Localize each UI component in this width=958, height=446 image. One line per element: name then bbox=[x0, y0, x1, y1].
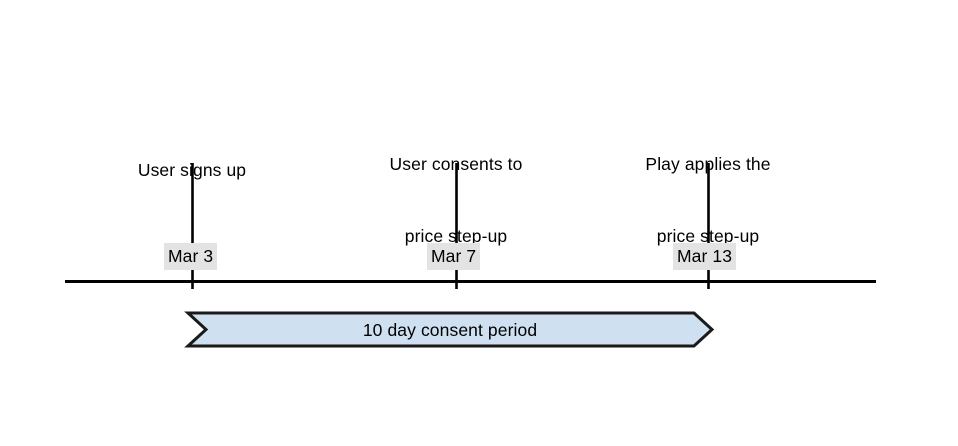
consent-period-arrow-shape bbox=[184, 311, 715, 348]
event-title-stepup-applied-line-2: price step-up bbox=[656, 226, 760, 246]
date-chip-stepup-applied: Mar 13 bbox=[673, 243, 737, 270]
event-title-signup: User signs up bbox=[42, 110, 342, 230]
event-title-stepup-applied-line-1: Play applies the bbox=[645, 154, 771, 174]
date-chip-consent: Mar 7 bbox=[427, 243, 481, 270]
date-chip-signup: Mar 3 bbox=[164, 243, 218, 270]
event-title-signup-line-1: User signs up bbox=[137, 160, 247, 180]
event-title-consent: User consents to price step-up bbox=[306, 104, 606, 296]
event-title-consent-line-1: User consents to bbox=[389, 154, 523, 174]
event-title-consent-line-2: price step-up bbox=[404, 226, 508, 246]
event-title-stepup-applied: Play applies the price step-up bbox=[558, 104, 858, 296]
consent-period-label: 10 day consent period bbox=[362, 320, 538, 340]
